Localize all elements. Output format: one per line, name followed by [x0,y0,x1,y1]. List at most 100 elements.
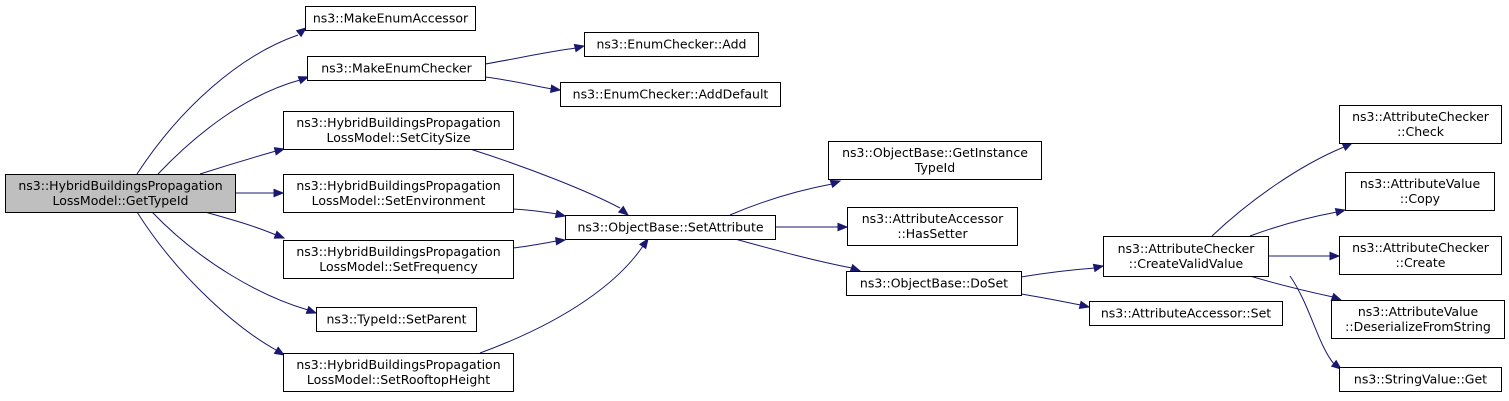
edge-make_enum_checker-to-enum_checker_add [484,43,586,65]
node-box[interactable] [1339,105,1502,144]
node-root: ns3::HybridBuildingsPropagationLossModel… [5,174,236,213]
edge-line [1249,275,1334,298]
arrowhead [1334,207,1347,217]
node-label-line-2: LossModel::SetFrequency [319,259,478,274]
edge-root-to-set_frequency [204,211,286,239]
edge-line [1249,211,1338,237]
node-box[interactable] [1103,236,1269,277]
node-box[interactable] [1339,367,1502,392]
node-attribute-checker-check[interactable]: ns3::AttributeChecker::Check [1339,105,1502,144]
arrowhead [295,27,308,38]
node-box[interactable] [846,271,1022,296]
edge-attribute_checker_create_valid_value-to-string_value_get [1289,275,1343,370]
edge-root-to-typeid_set_parent [151,211,318,314]
arrowhead [273,346,286,356]
arrowhead [273,147,286,156]
node-make-enum-accessor[interactable]: ns3::MakeEnumAccessor [305,6,476,31]
arrowhead [1330,292,1343,302]
node-enum-checker-add[interactable]: ns3::EnumChecker::Add [584,32,759,57]
node-objectbase-doset[interactable]: ns3::ObjectBase::DoSet [846,271,1022,296]
edge-line [1211,146,1345,237]
node-box[interactable] [1331,300,1505,339]
node-label-line-1: ns3::TypeId::SetParent [326,312,466,327]
node-box[interactable] [283,240,514,279]
edge-line [484,47,577,65]
node-typeid-set-parent[interactable]: ns3::TypeId::SetParent [316,307,477,332]
node-set-city-size[interactable]: ns3::HybridBuildingsPropagationLossModel… [283,111,514,150]
node-label-line-1: ns3::HybridBuildingsPropagation [18,178,222,193]
node-label-line-2: ::Copy [1400,191,1441,206]
node-label-line-1: ns3::ObjectBase::DoSet [860,276,1008,291]
node-box[interactable] [584,32,759,57]
edge-root-to-make_enum_accessor [136,27,308,175]
node-attribute-checker-create[interactable]: ns3::AttributeChecker::Create [1339,236,1502,275]
edge-line [1020,293,1082,306]
node-box[interactable] [283,174,514,213]
node-box [5,174,236,213]
node-box[interactable] [1089,301,1283,326]
node-box[interactable] [828,141,1042,180]
arrowhead [1330,359,1343,370]
node-label-line-1: ns3::HybridBuildingsPropagation [296,357,500,372]
node-label-line-1: ns3::AttributeAccessor::Set [1101,306,1271,321]
edge-line [512,208,558,215]
node-box[interactable] [565,215,776,240]
node-label-line-1: ns3::AttributeChecker [1118,241,1256,256]
node-make-enum-checker[interactable]: ns3::MakeEnumChecker [307,56,486,81]
node-label-line-1: ns3::AttributeValue [1358,304,1479,319]
node-attribute-accessor-has-setter[interactable]: ns3::AttributeAccessor::HasSetter [847,207,1018,246]
node-set-environment[interactable]: ns3::HybridBuildingsPropagationLossModel… [283,174,514,213]
arrowhead [1092,263,1105,273]
node-box[interactable] [283,353,514,392]
node-label-line-1: ns3::StringValue::Get [1354,372,1487,387]
node-label-line-2: ::Check [1397,124,1445,139]
edge-attribute_checker_create_valid_value-to-attribute_checker_create [1268,251,1341,261]
edge-line [136,211,277,351]
edge-line [151,211,309,311]
node-box[interactable] [305,6,476,31]
arrowhead [550,84,562,94]
node-box[interactable] [316,307,477,332]
node-label-line-1: ns3::HybridBuildingsPropagation [296,244,500,259]
node-attribute-accessor-set[interactable]: ns3::AttributeAccessor::Set [1089,301,1283,326]
arrowhead [273,188,285,198]
node-attribute-checker-create-valid-value[interactable]: ns3::AttributeChecker::CreateValidValue [1103,236,1269,277]
arrowhead [573,43,586,53]
edge-root-to-set_rooftop_height [136,211,286,356]
node-string-value-get[interactable]: ns3::StringValue::Get [1339,367,1502,392]
node-box[interactable] [283,111,514,150]
edge-line [479,245,644,354]
edge-root-to-make_enum_checker [157,76,310,175]
arrowhead [555,236,567,246]
arrowhead [1078,300,1091,310]
node-label-line-2: LossModel::SetCitySize [326,130,470,145]
node-box[interactable] [1339,236,1502,275]
edge-root-to-set_environment [235,188,285,198]
edge-line [204,211,277,236]
arrowhead [1329,251,1341,261]
node-set-rooftop-height[interactable]: ns3::HybridBuildingsPropagationLossModel… [283,353,514,392]
edge-line [484,76,553,90]
edge-objectbase_set_attribute-to-attribute_accessor_has_setter [775,222,849,232]
node-label-line-2: ::CreateValidValue [1129,256,1244,271]
node-enum-checker-add-default[interactable]: ns3::EnumChecker::AddDefault [560,82,781,107]
node-attribute-value-copy[interactable]: ns3::AttributeValue::Copy [1345,172,1495,211]
call-graph-nodes: ns3::HybridBuildingsPropagationLossModel… [5,6,1505,392]
call-graph-edges [136,27,1354,370]
node-box[interactable] [847,207,1018,246]
arrowhead [617,205,630,216]
node-attribute-value-deserialize[interactable]: ns3::AttributeValue::DeserializeFromStri… [1331,300,1505,339]
edge-line [729,183,833,216]
node-set-frequency[interactable]: ns3::HybridBuildingsPropagationLossModel… [283,240,514,279]
node-label-line-1: ns3::AttributeValue [1360,176,1481,191]
edge-line [469,148,621,209]
node-box[interactable] [307,56,486,81]
node-box[interactable] [560,82,781,107]
node-objectbase-set-attribute[interactable]: ns3::ObjectBase::SetAttribute [565,215,776,240]
node-box[interactable] [1345,172,1495,211]
node-label-line-1: ns3::AttributeChecker [1352,109,1490,124]
node-label-line-2: TypeId [914,160,955,175]
edge-attribute_checker_create_valid_value-to-attribute_value_copy [1249,207,1347,237]
